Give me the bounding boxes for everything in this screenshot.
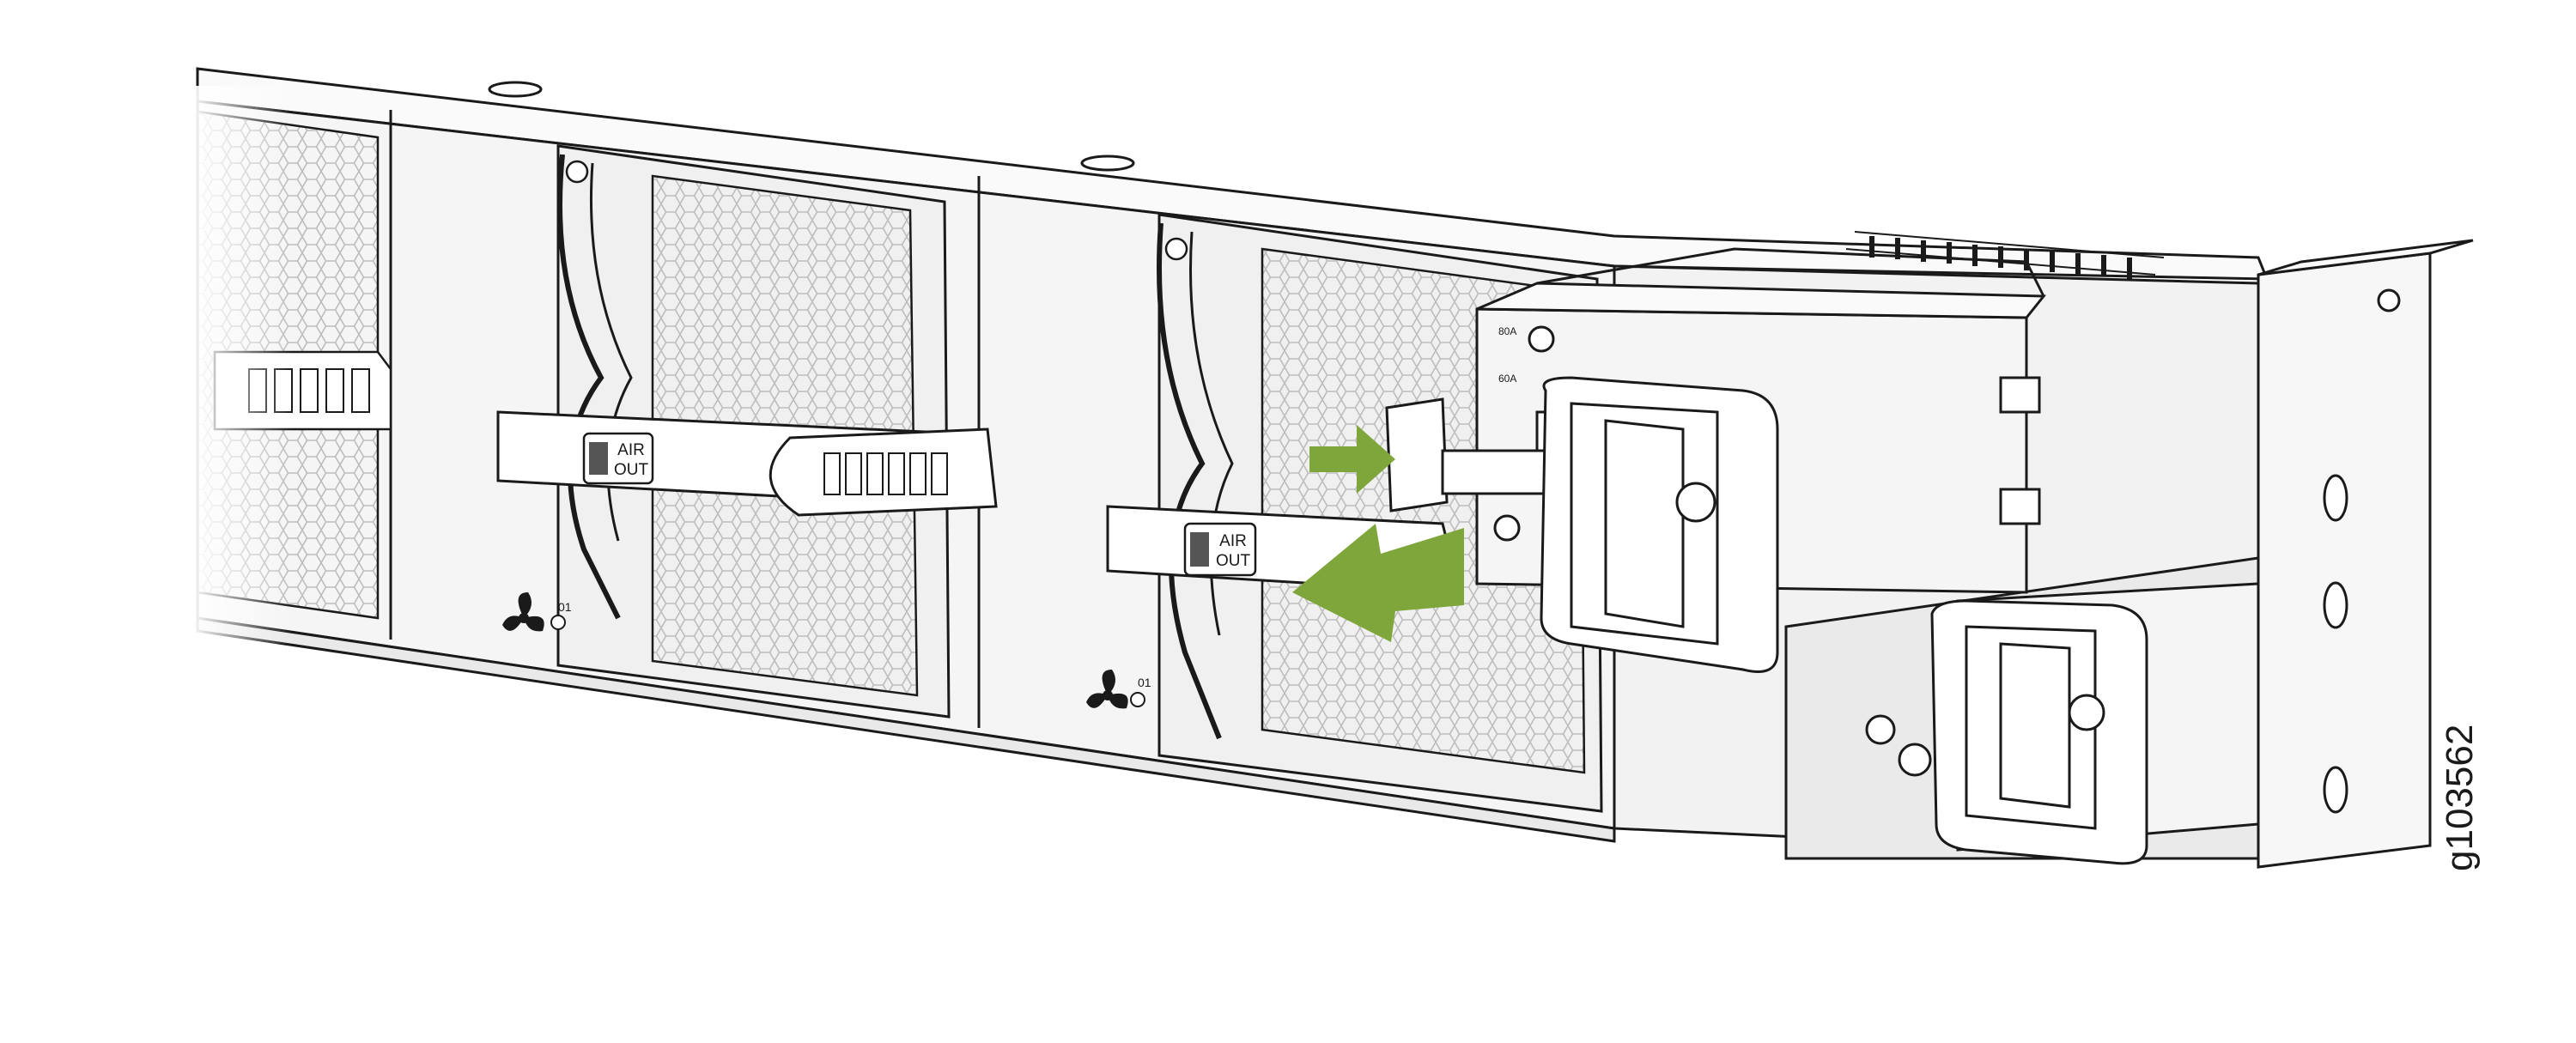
- fan-icon: [1190, 532, 1209, 567]
- airflow-label-line2: OUT: [614, 461, 649, 479]
- psu-rating-top: 80A: [1498, 325, 1516, 337]
- airflow-label-badge: AIR OUT: [582, 432, 654, 485]
- fan-tray-partial-left: [189, 86, 392, 644]
- airflow-label-line2: OUT: [1216, 552, 1251, 570]
- insert-arrow: [1309, 425, 1395, 494]
- fan-icon: [502, 592, 544, 632]
- slot-number: 01: [1138, 676, 1151, 689]
- ground-screw: [1865, 714, 1896, 745]
- ground-screw: [1898, 743, 1932, 777]
- slot-number: 01: [558, 600, 572, 614]
- airflow-label-badge: AIR OUT: [1183, 522, 1257, 577]
- figure-id-text: g103562: [2439, 724, 2481, 871]
- remove-arrow: [1292, 524, 1464, 642]
- psu-rating-bottom: 60A: [1498, 373, 1516, 385]
- airflow-label-line1: AIR: [617, 441, 645, 459]
- power-supply-lower[interactable]: [1930, 582, 2260, 865]
- fan-icon: [1086, 670, 1128, 709]
- status-led: [550, 615, 566, 630]
- psu-release-latch[interactable]: [1385, 397, 1449, 512]
- figure-id-label: g103562: [2439, 725, 2490, 1043]
- status-led: [1130, 692, 1145, 707]
- fan-icon: [589, 442, 608, 475]
- airflow-label-line1: AIR: [1219, 532, 1247, 550]
- captive-screw[interactable]: [565, 160, 589, 184]
- fan-tray-1[interactable]: AIR OUT 01: [496, 144, 998, 719]
- rack-ear: [1845, 231, 2474, 869]
- power-supply-upper[interactable]: 80A 60A: [1385, 247, 2047, 673]
- captive-screw[interactable]: [1164, 237, 1188, 261]
